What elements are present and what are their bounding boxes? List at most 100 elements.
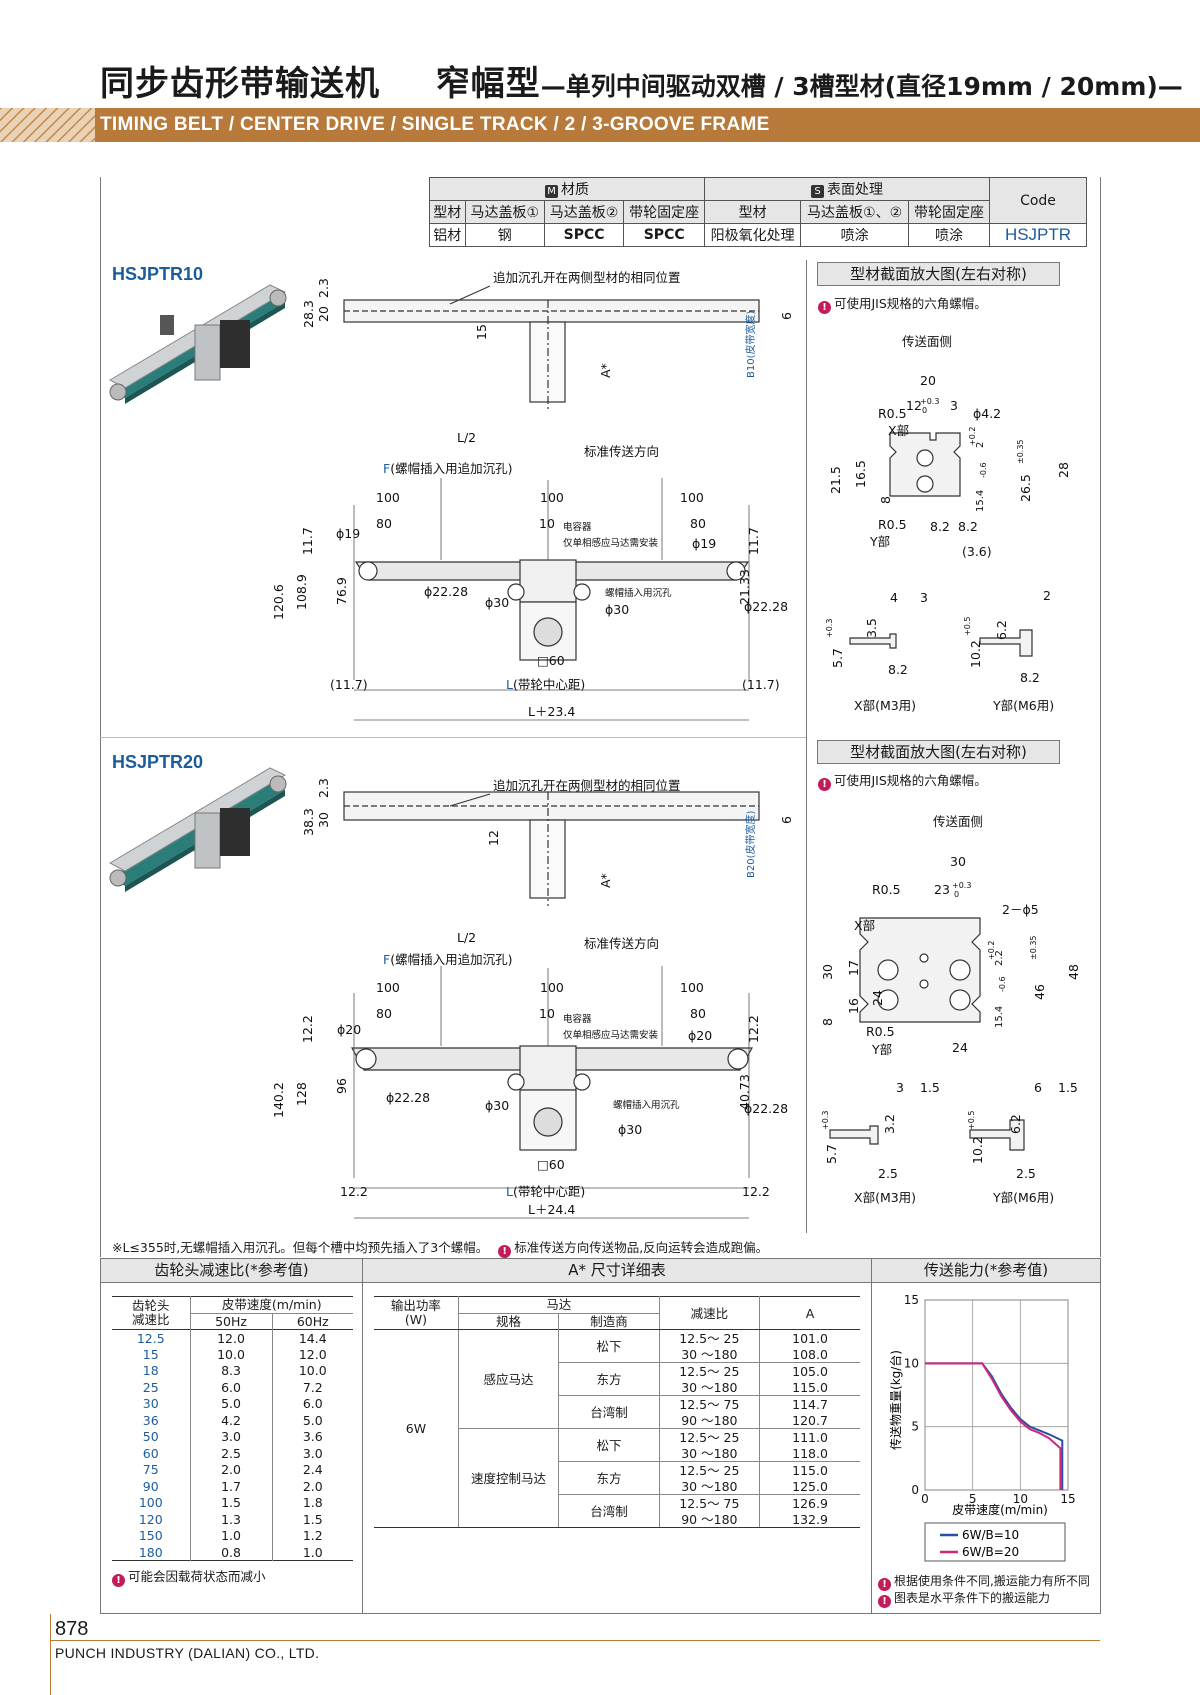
face-20: 传送面侧 <box>933 814 983 829</box>
dim-383: 38.3 <box>301 808 316 836</box>
sec-h8-20: 8 <box>820 1018 835 1026</box>
det-y15: 1.5 <box>1058 1080 1078 1095</box>
dim-6: 6 <box>779 312 794 320</box>
a-value-cell: 108.0 <box>759 1346 860 1363</box>
col-mount: 带轮固定座 <box>623 200 706 224</box>
val-mount: SPCC <box>623 223 706 247</box>
f-text-10: (螺帽插入用追加沉孔) <box>390 461 512 476</box>
capacitor2-20: 仅单相感应马达需安装 <box>563 1029 659 1041</box>
speed-cell: 10.0 <box>271 1362 353 1379</box>
product-code: HSJPTR <box>989 223 1087 247</box>
det-y102t: +0.5 <box>963 617 972 636</box>
dim-30: 30 <box>316 812 331 828</box>
dim-20: 20 <box>316 306 331 322</box>
ratio-title: 齿轮头减速比(*参考值) <box>101 1259 362 1283</box>
a-value-cell: 111.0 <box>759 1428 860 1445</box>
chart-x-tick: 10 <box>1013 1492 1028 1506</box>
val-cover1: 钢 <box>464 223 545 247</box>
svg-text:F(螺帽插入用追加沉孔): F(螺帽插入用追加沉孔) <box>383 461 512 476</box>
sec-h46t: ±0.35 <box>1029 935 1038 960</box>
speed-cell: 14.4 <box>271 1329 353 1346</box>
col-cover1: 马达盖板① <box>464 200 545 224</box>
f-label-20: F <box>383 952 390 967</box>
ratio-cell: 15 <box>142 1346 159 1362</box>
a-ratio-cell: 12.5～ 75 <box>658 1395 760 1412</box>
sec-w36: (3.6) <box>962 544 992 559</box>
a-ratio-cell: 90 ～180 <box>658 1412 760 1429</box>
sec-h154-20: 15.4 <box>994 1006 1005 1028</box>
chart-x-tick: 5 <box>969 1492 977 1506</box>
a-spec-cell: 速度控制马达 <box>457 1428 559 1528</box>
model-hsjptr20: HSJPTR20 <box>112 752 204 772</box>
sec-phi42: ϕ4.2 <box>973 406 1001 421</box>
det-x57t: +0.3 <box>825 619 834 638</box>
legend-b20: 6W/B=20 <box>962 1545 1019 1559</box>
ext-l-10: (11.7) <box>330 677 368 692</box>
sec-h8: 8 <box>878 496 893 504</box>
sec-ypart-20: Y部 <box>871 1042 892 1057</box>
title-english: TIMING BELT / CENTER DRIVE / SINGLE TRAC… <box>100 114 770 135</box>
chart-legend: 6W/B=10 6W/B=20 <box>924 1522 1066 1562</box>
dim-100c: 100 <box>680 490 704 505</box>
sec-h265: 26.5 <box>1018 474 1033 502</box>
sec-tol23b: 0 <box>954 890 959 899</box>
pulley-center-10: (带轮中心距) <box>513 677 585 692</box>
det-y2: 2 <box>1043 588 1051 603</box>
footnote: ※L≤355时,无螺帽插入用沉孔。但每个槽中均预先插入了3个螺帽。 !标准传送方… <box>112 1240 769 1258</box>
speed-cell: 1.8 <box>271 1494 353 1511</box>
dim-6b: 6 <box>779 816 794 824</box>
ratio-cell: 180 <box>138 1544 163 1560</box>
dim-80b: 80 <box>690 516 706 531</box>
col-cover-s: 马达盖板①、② <box>800 200 910 224</box>
ext-r-10: (11.7) <box>742 677 780 692</box>
drawing-frame <box>100 177 1101 1257</box>
dim-283: 28.3 <box>301 300 316 328</box>
ratio-cell: 90 <box>142 1478 159 1494</box>
dim-128: 128 <box>294 1082 309 1106</box>
sec-w12: 12 <box>906 398 922 413</box>
dim-2133: 21.33 <box>737 569 752 605</box>
ratio-cell: 50 <box>142 1429 159 1445</box>
a-value-cell: 105.0 <box>759 1362 860 1379</box>
a-ratio-cell: 30 ～180 <box>658 1445 760 1462</box>
ratio-cell: 18 <box>142 1363 159 1379</box>
a-power-cell: 6W <box>374 1329 459 1528</box>
footnote-2: 标准传送方向传送物品,反向运转会造成跑偏。 <box>514 1240 769 1255</box>
a-maker-cell: 东方 <box>558 1461 660 1495</box>
col-frame-s: 型材 <box>704 200 802 224</box>
dim-100b: 100 <box>540 490 564 505</box>
sec-xpart-20: X部 <box>854 918 875 933</box>
capacitor-20: 电容器 <box>563 1013 592 1025</box>
speed-cell: 2.5 <box>189 1445 273 1462</box>
a-h-ratio: 减速比 <box>658 1296 760 1330</box>
det-y25: 2.5 <box>1016 1166 1036 1181</box>
ratio-cell: 150 <box>138 1528 163 1544</box>
dim-80b-20: 80 <box>690 1006 706 1021</box>
a-ratio-cell: 90 ～180 <box>658 1511 760 1528</box>
hole-note-10: 追加沉孔开在两侧型材的相同位置 <box>493 270 681 285</box>
sec-h154t: -0.6 <box>979 462 988 478</box>
belt-width-20: B20(皮带宽度) <box>744 811 757 878</box>
direction-20: 标准传送方向 <box>584 936 659 951</box>
ratio-h2: 减速比 <box>131 1312 170 1327</box>
belt-width-10: B10(皮带宽度) <box>744 311 757 378</box>
det-y-title: Y部(M6用) <box>992 698 1054 713</box>
sec-h215: 21.5 <box>828 466 843 494</box>
dim-4073: 40.73 <box>737 1074 752 1110</box>
val-mount-s: 喷涂 <box>908 223 990 247</box>
capacity-title: 传送能力(*参考值) <box>872 1259 1100 1283</box>
a-value-cell: 115.0 <box>759 1461 860 1478</box>
det-y62: 6.2 <box>994 620 1009 640</box>
dim-23b: 2.3 <box>316 778 331 798</box>
phi2228a-20: ϕ22.28 <box>386 1090 430 1105</box>
ratio-cell: 36 <box>142 1412 159 1428</box>
det-x57t-20: +0.3 <box>821 1111 830 1130</box>
ratio-cell: 60 <box>142 1445 159 1461</box>
det-y102: 10.2 <box>968 640 983 668</box>
